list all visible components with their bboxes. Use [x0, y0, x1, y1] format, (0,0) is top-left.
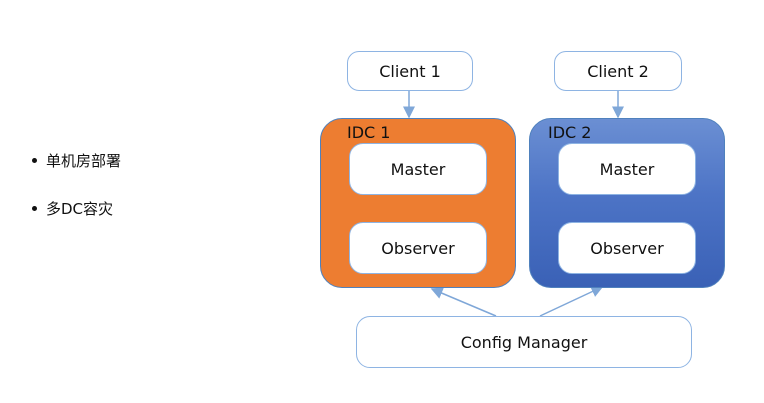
idc-1-label: IDC 1 [347, 123, 391, 142]
idc-2-container: IDC 2 Master Observer [529, 118, 725, 288]
idc-1-master: Master [349, 143, 487, 195]
bullet-text: 单机房部署 [46, 152, 122, 170]
idc-1-observer: Observer [349, 222, 487, 274]
client-2-box: Client 2 [554, 51, 682, 91]
bullet-item: 多DC容灾 [32, 198, 113, 219]
idc-2-observer: Observer [558, 222, 696, 274]
idc-2-master: Master [558, 143, 696, 195]
bullet-item: 单机房部署 [32, 150, 121, 171]
client-1-box: Client 1 [347, 51, 473, 91]
bullet-dot-icon [32, 158, 37, 163]
config-manager-box: Config Manager [356, 316, 692, 368]
bullet-dot-icon [32, 206, 37, 211]
arrow-config-idc1 [430, 287, 497, 317]
idc-1-container: IDC 1 Master Observer [320, 118, 516, 288]
idc-2-label: IDC 2 [548, 123, 592, 142]
arrow-config-idc2 [539, 286, 604, 317]
bullet-text: 多DC容灾 [46, 200, 114, 218]
